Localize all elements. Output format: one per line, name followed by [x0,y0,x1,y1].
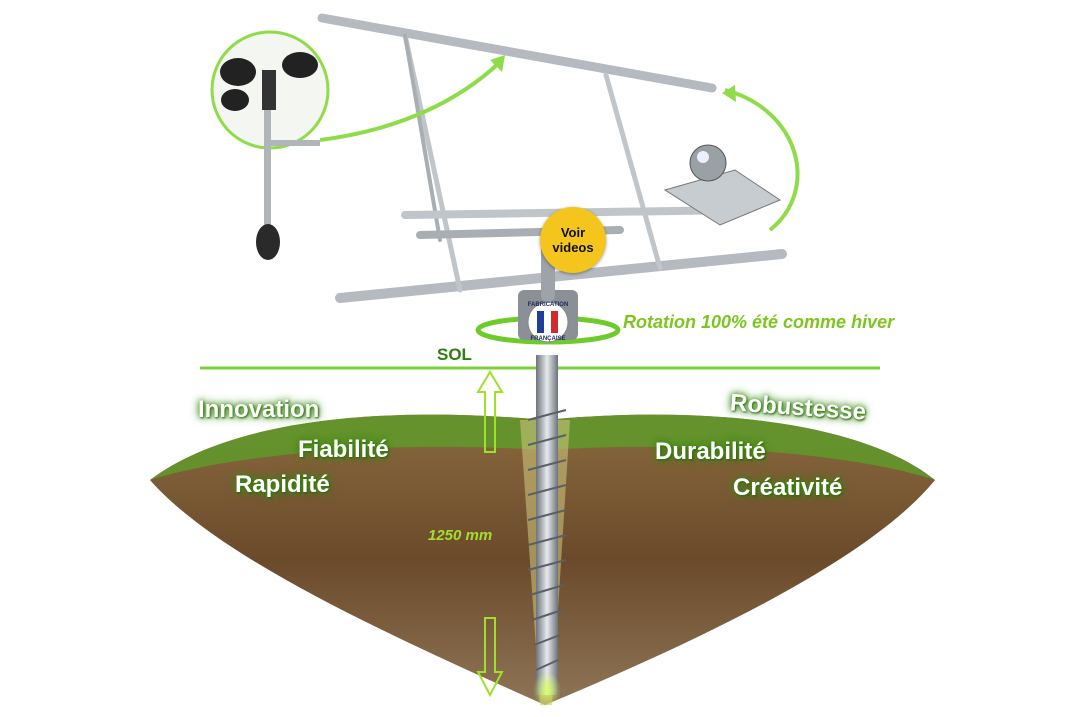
watch-videos-button[interactable]: Voir videos [540,207,606,273]
quality-durabilite: Durabilité [655,438,766,465]
quality-fiabilite: Fiabilité [298,436,389,463]
ground-label: SOL [437,345,472,364]
video-button-line2: videos [552,240,594,255]
arrow-icon [490,55,505,72]
quality-creativite: Créativité [733,474,843,501]
depth-label: 1250 mm [428,527,493,544]
ground-screw [527,355,567,708]
quality-rapidite: Rapidité [235,471,330,498]
anemometer [210,30,505,260]
rotation-label: Rotation 100% été comme hiver [623,312,895,332]
arrow-up-icon [476,370,504,453]
quality-innovation: Innovation [198,396,320,423]
sun-sensor [663,85,800,232]
video-button-line1: Voir [560,225,586,240]
arrow-down-icon [476,617,504,698]
